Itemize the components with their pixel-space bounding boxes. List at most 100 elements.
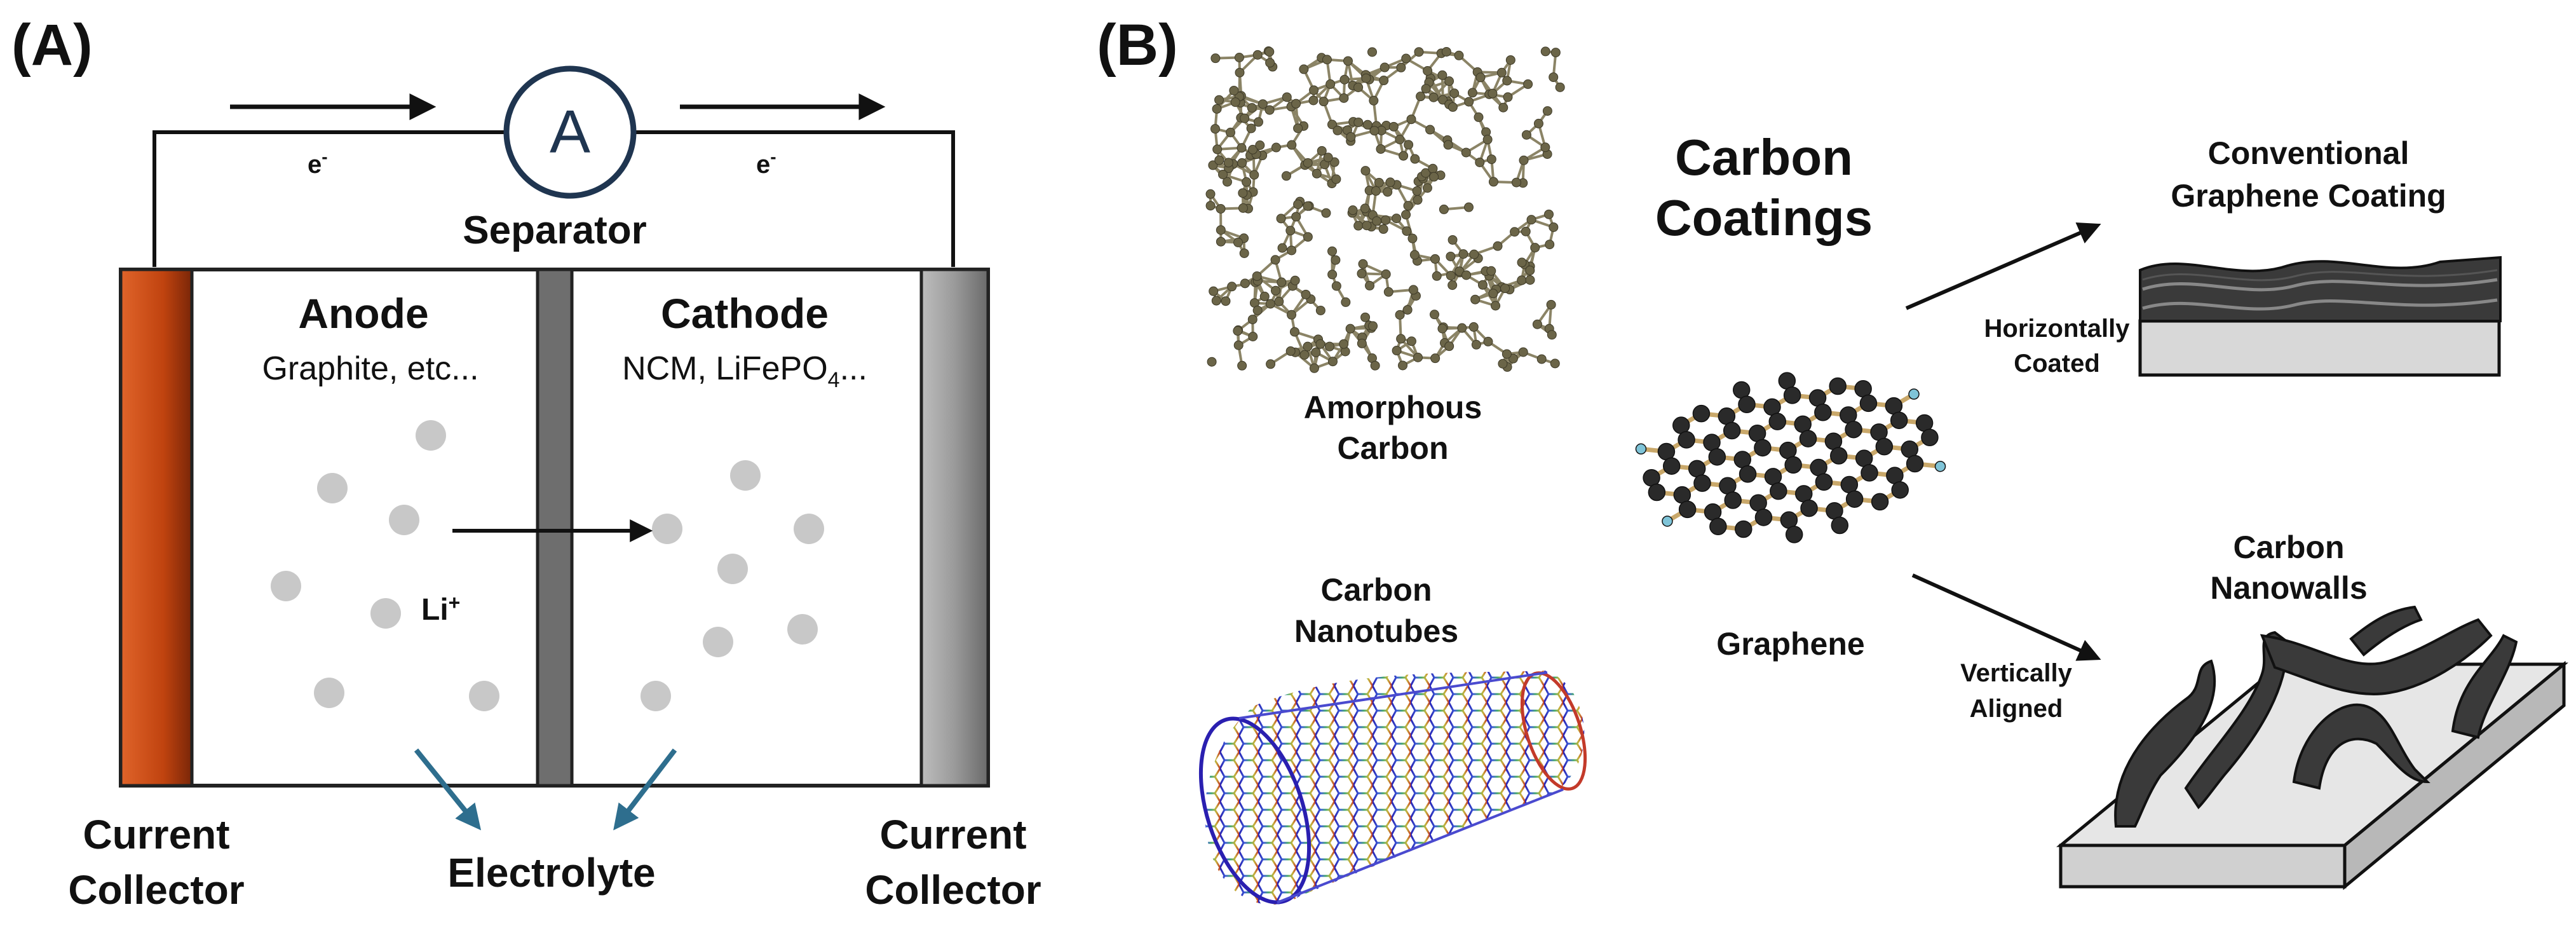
amorphous-carbon-atom: [1240, 114, 1249, 123]
nanotubes-label-line1: Carbon: [1321, 572, 1432, 608]
nanowall-sheet: [2351, 607, 2421, 655]
amorphous-carbon-atom: [1366, 281, 1374, 290]
amorphous-carbon-atom: [1231, 98, 1240, 107]
anode-subtitle: Graphite, etc...: [262, 350, 478, 387]
graphene-carbon-atom: [1815, 474, 1832, 490]
amorphous-carbon-atom: [1339, 339, 1348, 348]
amorphous-carbon-atom: [1253, 306, 1262, 315]
amorphous-carbon-atom: [1216, 237, 1225, 246]
amorphous-carbon-atom: [1503, 76, 1512, 85]
amorphous-carbon-atom: [1430, 310, 1439, 319]
amorphous-carbon-atom: [1402, 210, 1411, 219]
graphene-carbon-atom: [1801, 500, 1817, 517]
amorphous-carbon-atom: [1392, 346, 1401, 355]
graphene-carbon-atom: [1740, 466, 1756, 482]
li-ion: [389, 505, 419, 535]
amorphous-carbon-atom: [1271, 143, 1280, 152]
amorphous-carbon-atom: [1209, 287, 1218, 296]
amorphous-carbon-atom: [1341, 297, 1350, 306]
graphene-carbon-atom: [1892, 482, 1908, 498]
amorphous-carbon-atom: [1472, 340, 1481, 349]
panel-b: (B) Amorphous Carbon Carbon Coatings Gra…: [1097, 13, 2564, 916]
amorphous-carbon-atom: [1421, 85, 1430, 93]
amorphous-carbon-atom: [1493, 242, 1502, 250]
amorphous-carbon-atom: [1380, 63, 1389, 72]
amorphous-carbon-atom: [1317, 146, 1326, 155]
amorphous-carbon-atom: [1331, 256, 1340, 264]
separator-membrane: [538, 270, 572, 786]
amorphous-carbon-atom: [1343, 57, 1352, 65]
amorphous-carbon-atom: [1478, 280, 1487, 289]
amorphous-carbon-atom: [1373, 217, 1381, 226]
amorphous-carbon-atom: [1250, 170, 1259, 179]
amorphous-carbon-atom: [1271, 286, 1280, 295]
amorphous-carbon-atom: [1357, 269, 1366, 278]
amorphous-carbon-atom: [1489, 289, 1498, 298]
amorphous-carbon-atom: [1491, 301, 1500, 310]
amorphous-carbon-atom: [1465, 97, 1474, 106]
amorphous-carbon-atom: [1316, 306, 1325, 315]
graphene-stack: [2140, 257, 2500, 321]
amorphous-carbon-atom: [1328, 357, 1337, 366]
amorphous-carbon-atom: [1300, 350, 1309, 359]
amorphous-carbon-atom: [1426, 125, 1435, 134]
graphene-hydrogen-atom: [1909, 389, 1919, 399]
amorphous-carbon-atom: [1549, 222, 1558, 231]
amorphous-carbon-atom: [1395, 135, 1404, 144]
amorphous-carbon-atom: [1310, 86, 1319, 95]
amorphous-carbon-atom: [1369, 322, 1378, 331]
amorphous-carbon-atom: [1517, 258, 1526, 267]
graphene-hydrogen-atom: [1935, 461, 1946, 472]
graphene-carbon-atom: [1872, 493, 1888, 510]
right-collector-label-line1: Current: [879, 812, 1026, 857]
amorphous-carbon-atom: [1294, 200, 1303, 208]
amorphous-carbon-label-line1: Amorphous: [1304, 390, 1482, 425]
amorphous-carbon-atom: [1445, 342, 1454, 351]
amorphous-carbon-atom: [1521, 227, 1530, 236]
amorphous-carbon-atom: [1238, 189, 1247, 198]
amorphous-carbon-atom: [1328, 247, 1337, 256]
graphene-carbon-atom: [1907, 456, 1923, 472]
amorphous-carbon-atom: [1266, 58, 1275, 67]
electron-label-left: e-: [308, 147, 328, 179]
amorphous-carbon-atom: [1360, 204, 1369, 213]
amorphous-carbon-atom: [1224, 158, 1233, 167]
amorphous-carbon-atom: [1265, 106, 1274, 114]
amorphous-carbon-atom: [1230, 86, 1238, 95]
amorphous-carbon-atom: [1501, 284, 1510, 293]
amorphous-carbon-atom: [1248, 315, 1257, 324]
amorphous-carbon-atom: [1228, 282, 1237, 291]
vertically-aligned-label-line2: Aligned: [1970, 695, 2063, 723]
amorphous-carbon-atom: [1392, 214, 1401, 223]
amorphous-carbon-atom: [1371, 361, 1380, 370]
anode-title: Anode: [298, 290, 428, 337]
graphene-carbon-atom: [1724, 423, 1740, 439]
amorphous-carbon-atom: [1212, 296, 1221, 305]
graphene-carbon-atom: [1648, 484, 1665, 500]
graphene-carbon-atom: [1847, 491, 1863, 507]
amorphous-carbon-atom: [1413, 187, 1421, 196]
amorphous-carbon-atom: [1430, 172, 1439, 181]
amorphous-carbon-atom: [1287, 140, 1296, 149]
horizontal-coating-arrow: [1906, 226, 2097, 308]
amorphous-carbon-atom: [1541, 143, 1550, 152]
amorphous-carbon-atom: [1253, 50, 1262, 59]
graphene-carbon-atom: [1922, 429, 1938, 446]
graphene-carbon-atom: [1829, 378, 1846, 395]
graphene-carbon-atom: [1786, 526, 1803, 543]
amorphous-carbon-atom: [1312, 169, 1321, 178]
amorphous-carbon-atom: [1497, 68, 1506, 77]
amorphous-carbon-atom: [1487, 155, 1496, 164]
amorphous-carbon-atom: [1249, 332, 1257, 341]
amorphous-carbon-atom: [1210, 125, 1219, 133]
amorphous-carbon-atom: [1332, 175, 1341, 184]
nanowalls-illustration: [2061, 607, 2564, 887]
amorphous-carbon-atom: [1438, 324, 1447, 333]
amorphous-carbon-atom: [1252, 271, 1261, 280]
graphene-label: Graphene: [1716, 626, 1864, 662]
amorphous-carbon-atom: [1219, 170, 1228, 179]
amorphous-carbon-atom: [1211, 54, 1220, 63]
amorphous-carbon-atom: [1429, 93, 1438, 102]
amorphous-carbon-atom: [1476, 73, 1485, 82]
graphene-carbon-atom: [1739, 396, 1755, 413]
